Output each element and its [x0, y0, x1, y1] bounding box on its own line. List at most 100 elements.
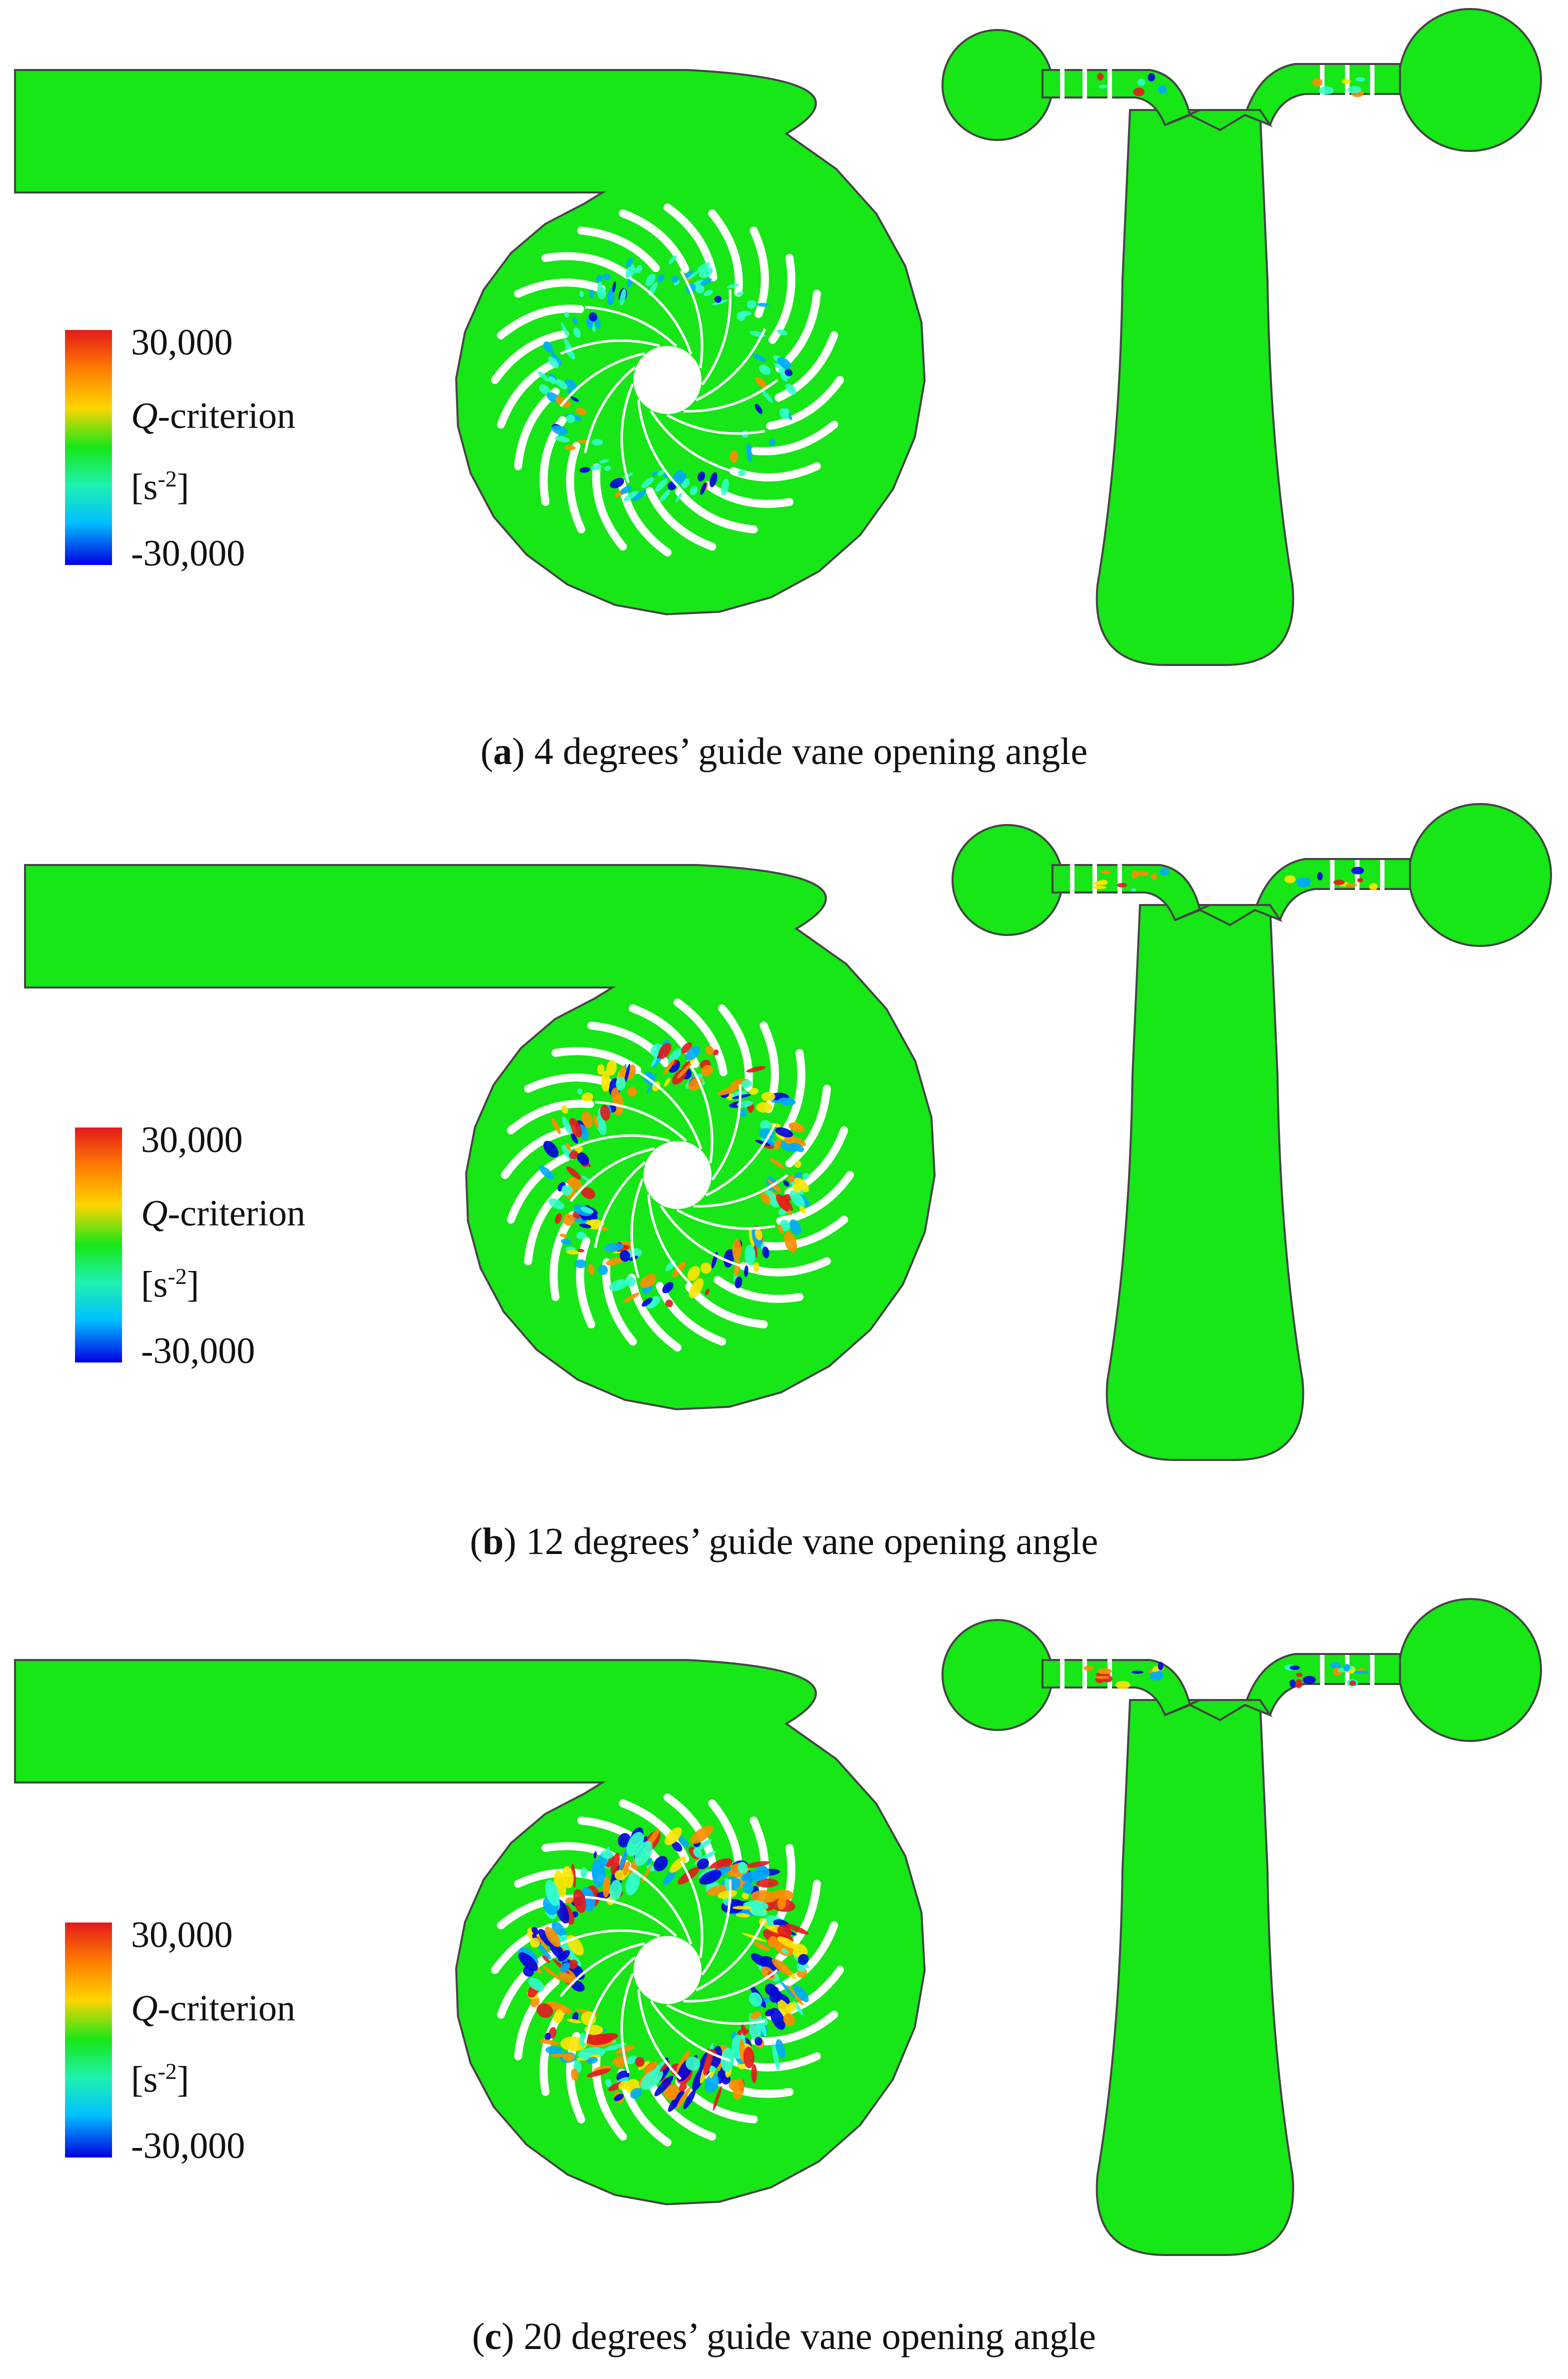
q-patch	[738, 1862, 748, 1874]
q-patch	[598, 287, 606, 300]
runner-hub	[634, 1936, 702, 2004]
q-patch	[749, 2024, 760, 2042]
q-patch	[546, 2001, 572, 2014]
guide-vane	[618, 209, 690, 273]
q-patch	[626, 1832, 644, 1856]
q-patch	[647, 1074, 656, 1094]
q-patch	[751, 2064, 757, 2084]
q-patch	[1357, 878, 1364, 882]
q-patch	[570, 396, 579, 402]
q-patch	[576, 408, 586, 416]
q-patch	[1284, 875, 1296, 884]
q-patch	[778, 1098, 796, 1106]
q-patch	[772, 2043, 780, 2070]
guide-vane	[506, 1100, 594, 1134]
q-patch	[565, 1897, 574, 1904]
q-patch	[754, 1228, 763, 1240]
q-patch	[597, 1064, 604, 1075]
q-patch	[784, 368, 792, 376]
q-patch	[538, 1928, 552, 1946]
q-patch	[560, 1238, 572, 1245]
q-patch	[596, 274, 603, 282]
q-patch	[786, 2002, 796, 2012]
q-patch	[662, 1871, 676, 1885]
q-patch	[532, 1926, 539, 1935]
q-patch	[561, 1104, 568, 1114]
q-patch	[624, 490, 638, 501]
caption-a: (a) 4 degrees’ guide vane opening angle	[480, 730, 1088, 772]
q-patch	[665, 1300, 674, 1308]
q-patch	[1345, 883, 1358, 887]
q-patch	[744, 1861, 770, 1868]
q-patch	[572, 317, 578, 324]
q-patch	[706, 1884, 728, 1896]
q-patch	[564, 312, 570, 318]
q-patch	[704, 290, 713, 296]
q-patch	[582, 1112, 593, 1128]
q-patch	[611, 1088, 620, 1100]
runner-blade	[666, 2004, 766, 2025]
q-patch	[542, 1966, 562, 1981]
q-patch	[566, 1166, 581, 1180]
legend-a-max: 30,000	[131, 322, 233, 363]
q-patch	[1134, 870, 1149, 876]
q-patch	[1318, 86, 1334, 95]
runner-blade	[560, 1929, 660, 1945]
q-patch	[732, 1906, 753, 1910]
q-patch	[698, 262, 710, 272]
q-patch	[1160, 868, 1170, 876]
q-patch	[788, 1122, 805, 1132]
runner-blade	[680, 1860, 704, 1958]
q-patch	[754, 376, 768, 388]
runner-blade	[570, 1147, 655, 1202]
q-patch	[770, 1123, 782, 1128]
q-patch	[746, 1066, 766, 1073]
q-patch	[762, 1246, 770, 1258]
colorbar-b	[75, 1128, 122, 1362]
q-patch	[592, 438, 603, 446]
q-patch	[782, 1948, 788, 1954]
q-patch	[604, 2043, 627, 2051]
runner-blade	[628, 276, 692, 355]
q-patch	[562, 1116, 572, 1134]
runner-blade	[584, 1956, 636, 2044]
vane-gap	[1060, 65, 1064, 101]
q-patch	[678, 2082, 687, 2092]
q-patch	[1117, 882, 1128, 888]
q-patch	[1290, 1679, 1296, 1688]
legend-c-q-symbol: Q	[131, 1988, 158, 2029]
q-patch	[760, 1192, 770, 1204]
q-patch	[1330, 1662, 1341, 1669]
q-patch	[626, 2056, 638, 2064]
q-patch	[1116, 1680, 1130, 1689]
runner-blade	[683, 379, 778, 412]
q-patch	[780, 376, 788, 382]
q-patch	[1317, 872, 1323, 880]
q-patch	[646, 274, 656, 286]
q-patch	[599, 459, 609, 464]
q-patch	[576, 1232, 586, 1240]
q-patch	[576, 1152, 590, 1166]
runner-cone	[1164, 109, 1273, 132]
q-patch	[783, 2013, 795, 2026]
legend-b-q-symbol: Q	[141, 1193, 168, 1234]
q-patch	[664, 1827, 682, 1846]
guide-vane	[776, 1171, 854, 1225]
q-patch	[1354, 1670, 1370, 1674]
runner-cone	[1164, 1699, 1273, 1722]
caption-b: (b) 12 degrees’ guide vane opening angle	[470, 1520, 1098, 1562]
q-patch	[606, 1257, 625, 1266]
q-patch	[596, 2033, 618, 2042]
q-patch	[657, 274, 664, 282]
q-patch	[664, 1078, 670, 1086]
q-patch	[569, 1118, 582, 1138]
q-patch	[605, 2079, 612, 2088]
q-patch	[774, 1139, 782, 1150]
guide-vane	[628, 1274, 682, 1352]
q-patch	[548, 1198, 564, 1210]
runner-blade	[630, 1178, 644, 1278]
passage-left	[1042, 1659, 1192, 1716]
q-patch	[1351, 866, 1364, 874]
q-patch	[535, 1941, 552, 1960]
runner-blade	[666, 414, 766, 435]
